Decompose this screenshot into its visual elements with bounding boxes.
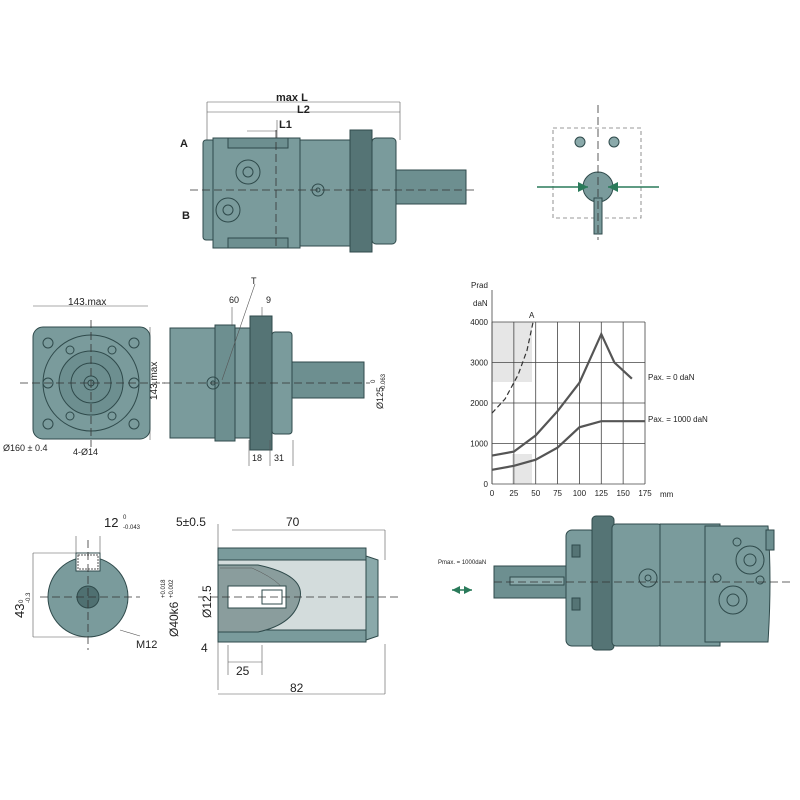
pmax-label: Pmax. = 1000daN <box>438 560 486 566</box>
thread-label: M12 <box>136 639 157 651</box>
t-label: T <box>251 276 257 286</box>
shaft-detail-view: 5±0.5 70 Ø40k6 +0.018 +0.002 Ø12.5 4 25 … <box>161 515 400 695</box>
pilot-tol-lower: -0.063 <box>381 373 387 391</box>
radial-load-chart: 0 25 50 75 100 125 150 175 0 1000 2000 3000 4000 Pr… <box>470 281 708 499</box>
x-tick-label: 25 <box>509 489 518 498</box>
port-b-label: B <box>182 210 190 222</box>
y-tick-label: 2000 <box>470 399 488 408</box>
load-symbol-view <box>537 105 659 240</box>
dim-18-label: 18 <box>252 453 262 463</box>
y-tick-label: 3000 <box>470 359 488 368</box>
dim-31-label: 31 <box>274 453 284 463</box>
x-tick-label: 150 <box>616 489 630 498</box>
y-tick-label: 4000 <box>470 318 488 327</box>
shaft-dia-label: Ø40k6 <box>167 601 181 637</box>
pilot-tol-upper: 0 <box>371 379 377 383</box>
l1-label: L1 <box>279 119 292 131</box>
height-label: 43 <box>12 604 27 618</box>
x-tick-label: 100 <box>573 489 587 498</box>
series-line-0 <box>491 331 633 457</box>
shaft-tol-lower: +0.002 <box>169 579 175 598</box>
dim-4-label: 4 <box>201 641 208 655</box>
chart-series <box>491 321 645 471</box>
dim-25-label: 25 <box>236 664 250 678</box>
l2-label: L2 <box>297 104 310 116</box>
legend-pax0: Pax. = 0 daN <box>648 373 695 382</box>
shaft-tol-upper: +0.018 <box>161 579 167 598</box>
key-tol-lower: -0.043 <box>123 525 141 531</box>
x-tick-label: 0 <box>490 489 495 498</box>
dim-82-label: 82 <box>290 681 304 695</box>
isometric-view: Pmax. = 1000daN <box>438 515 790 651</box>
bolt-circle-label: Ø160 ± 0.4 <box>3 443 47 453</box>
chart-grid <box>491 290 646 485</box>
shaft-cross-section: 12 0 -0.043 43 0 -0.3 M12 <box>12 515 157 651</box>
pilot-dia-label: Ø125 <box>375 387 385 409</box>
dim-9-label: 9 <box>266 295 271 305</box>
dim-5-label: 5±0.5 <box>176 515 206 529</box>
dim-70-label: 70 <box>286 515 300 529</box>
flange-width-label: 143.max <box>68 297 106 308</box>
bore-label: Ø12.5 <box>200 585 214 618</box>
x-tick-label: 75 <box>553 489 562 498</box>
series-line-2 <box>491 321 534 414</box>
y-tick-label: 1000 <box>470 440 488 449</box>
chart-y-ticks: 0 1000 2000 3000 4000 <box>470 318 488 489</box>
motor-top-view: max L L2 L1 A B <box>180 92 475 253</box>
series-line-1 <box>491 420 645 471</box>
max-l-label: max L <box>276 92 308 104</box>
chart-xlabel: mm <box>660 490 674 499</box>
height-tol-lower: -0.3 <box>26 592 32 603</box>
side-view: T 60 9 18 31 Ø125 0 -0.063 <box>162 276 387 466</box>
height-tol-upper: 0 <box>19 599 25 603</box>
chart-ylabel-unit: daN <box>473 299 488 308</box>
chart-ylabel-top: Prad <box>471 281 488 290</box>
legend-pax1000: Pax. = 1000 daN <box>648 415 708 424</box>
key-tol-upper: 0 <box>123 515 127 521</box>
flange-view: 143.max 143.max Ø160 ± 0.4 4-Ø14 <box>3 297 165 457</box>
x-tick-label: 50 <box>531 489 540 498</box>
x-tick-label: 125 <box>595 489 609 498</box>
dim-60-label: 60 <box>229 295 239 305</box>
y-tick-label: 0 <box>484 480 489 489</box>
chart-annotation-a: A <box>529 311 535 320</box>
holes-label: 4-Ø14 <box>73 447 98 457</box>
flange-height-label: 143.max <box>149 362 160 400</box>
x-tick-label: 175 <box>638 489 652 498</box>
port-a-label: A <box>180 138 188 150</box>
key-width-label: 12 <box>104 515 118 530</box>
chart-x-ticks: 0 25 50 75 100 125 150 175 <box>490 489 652 498</box>
